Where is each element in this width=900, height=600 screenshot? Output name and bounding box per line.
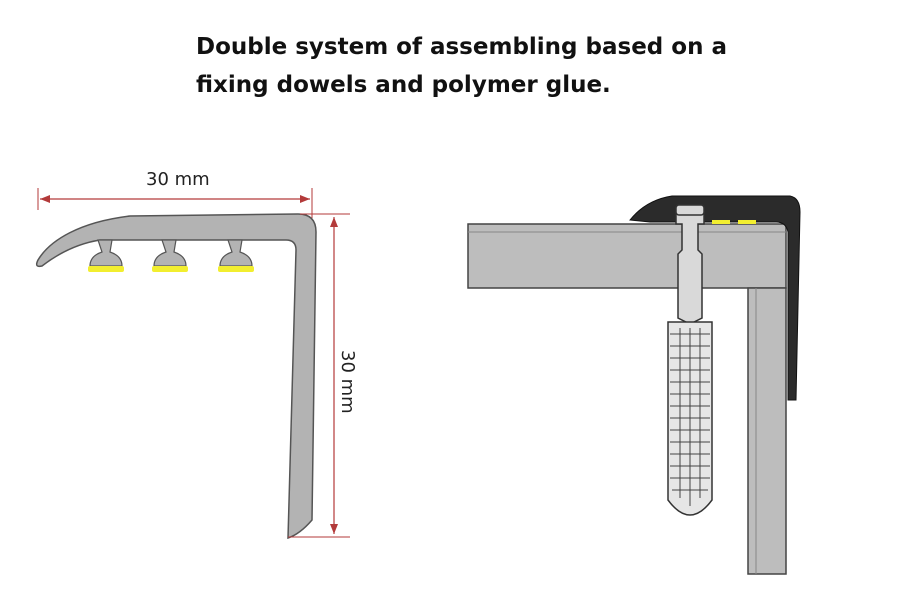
width-dimension: 30 mm [37, 169, 313, 218]
height-dimension: 30 mm [288, 213, 358, 538]
profile-feet [89, 239, 253, 267]
glue-strip-3 [218, 266, 254, 272]
assembly-glue-1 [712, 220, 730, 224]
diagram-title: Double system of assembling based on a f… [196, 28, 796, 104]
nosing-profile [35, 213, 317, 540]
glue-strip-2 [152, 266, 188, 272]
glue-strip-1 [88, 266, 124, 272]
dowel-ribs [670, 328, 710, 506]
height-dimension-label: 30 mm [337, 350, 358, 414]
title-line-2: fixing dowels and polymer glue. [196, 72, 611, 98]
profile-foot-3 [219, 239, 253, 267]
profile-foot-2 [153, 239, 187, 267]
assembly-view [467, 195, 801, 575]
tread-board [467, 223, 787, 289]
glue-strips [88, 266, 254, 272]
profile-cross-section: 30 mm 30 mm [35, 169, 358, 540]
profile-foot-1 [89, 239, 123, 267]
fixing-dowel [667, 204, 713, 516]
nosing-cap [629, 195, 801, 401]
width-dimension-label: 30 mm [146, 169, 210, 190]
assembly-glue-2 [738, 220, 756, 224]
title-line-1: Double system of assembling based on a [196, 34, 727, 60]
riser-board [747, 287, 787, 575]
